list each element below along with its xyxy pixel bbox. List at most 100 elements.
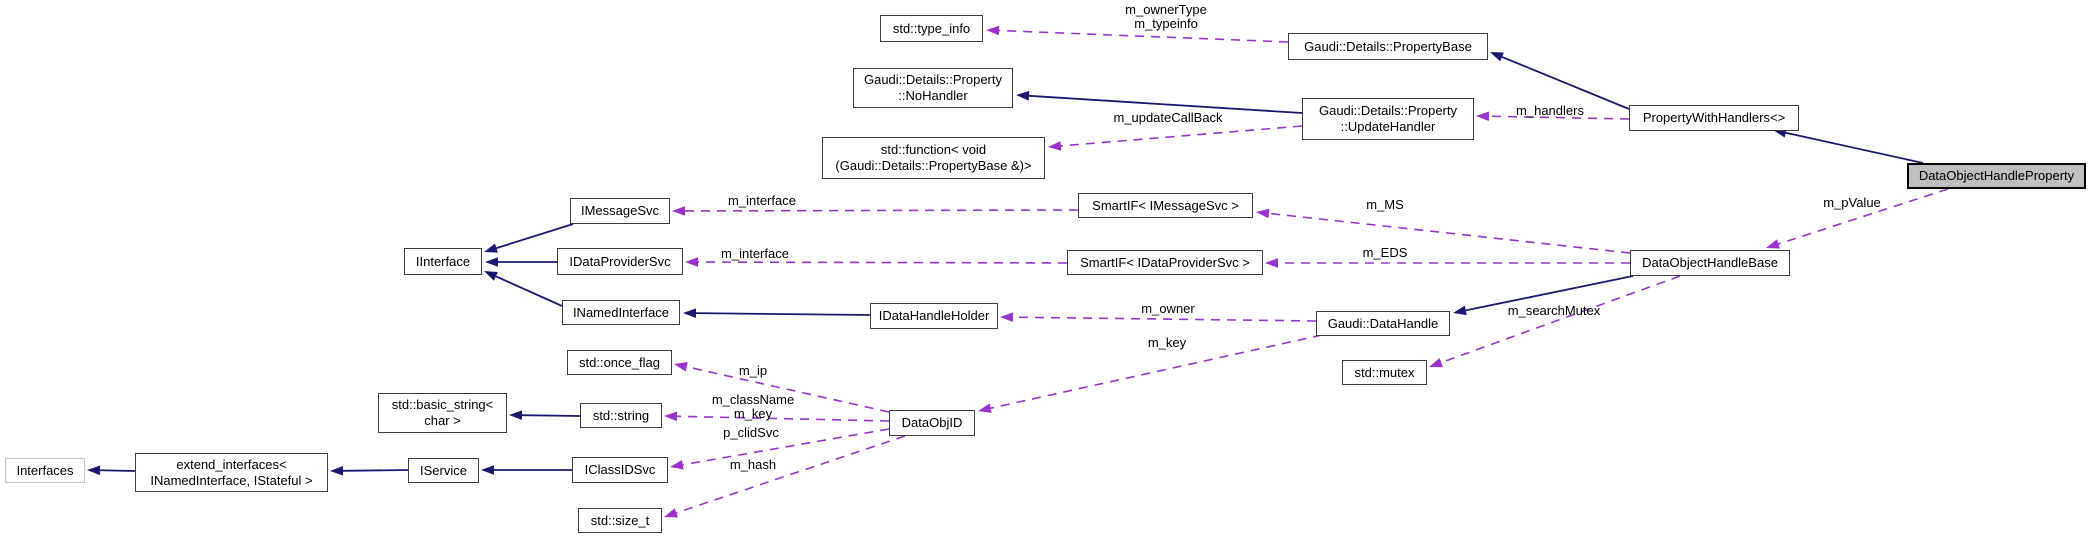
edge-usage-dohbase-smartifidps [1265,258,1630,268]
class-node-label: IClassIDSvc [584,462,656,477]
edge-usage-datahandle-dataobjid [978,334,1323,413]
arrowhead-inherit-propertywithhandlers-propertybase [1490,52,1504,62]
edge-inherit-iclassidsvc-iservice [481,465,572,475]
edge-inherit-idatahandleholder-inamedinterface [683,308,871,318]
class-node-label: IInterface [415,253,471,269]
edge-usage-dohproperty-dohbase [1766,188,1949,249]
arrowhead-inherit-stdstring-basicstring [509,410,523,420]
class-node-label: extend_interfaces< INamedInterface, ISta… [150,456,313,488]
arrowhead-inherit-extendinterfaces-interfaces [87,465,101,476]
edge-inherit-extendinterfaces-interfaces [87,465,136,476]
class-node-data-object-handle-property[interactable]: DataObjectHandleProperty [1907,163,2086,189]
class-node-label: IDataHandleHolder [878,308,990,323]
edge-inherit-propertywithhandlers-propertybase [1490,52,1630,110]
class-node-property-base[interactable]: Gaudi::Details::PropertyBase [1288,33,1488,60]
class-node-label: std::mutex [1354,364,1415,380]
edge-inherit-iservice-extendinterfaces [330,466,409,476]
class-node-iservice[interactable]: IService [408,458,479,483]
class-node-extend-interfaces[interactable]: extend_interfaces< INamedInterface, ISta… [135,453,328,492]
class-node-label: INamedInterface [572,304,670,320]
class-node-std-once-flag[interactable]: std::once_flag [567,350,672,375]
edge-usage-dataobjid-stdstring [664,411,890,422]
class-node-label: IMessageSvc [580,203,660,218]
edge-inherit-idataprovidersvc-iinterface [485,257,557,267]
arrowhead-usage-smartifidps-idataprovidersvc [685,257,699,267]
edge-usage-dataobjid-stdsizet [664,435,906,518]
edge-usage-smartifims-imessagesvc [672,206,1079,216]
class-node-idatahandleholder[interactable]: IDataHandleHolder [870,303,998,329]
class-node-interfaces[interactable]: Interfaces [5,458,85,483]
class-node-inamedinterface[interactable]: INamedInterface [562,300,680,325]
class-node-smartif-idataprovidersvc[interactable]: SmartIF< IDataProviderSvc > [1067,250,1263,275]
arrowhead-usage-dataobjid-stdstring [664,411,678,422]
class-node-label: DataObjectHandleProperty [1918,168,2075,183]
edge-usage-smartifidps-idataprovidersvc [685,257,1068,267]
class-node-label: DataObjID [901,415,963,430]
edge-usage-dohbase-smartifims [1256,208,1631,254]
class-node-label: SmartIF< IDataProviderSvc > [1080,254,1250,270]
arrowhead-usage-datahandle-dataobjid [978,403,992,413]
edge-usage-datahandle-idatahandleholder [1000,312,1317,322]
arrowhead-usage-dohbase-smartifidps [1265,258,1278,268]
edge-inherit-stdstring-basicstring [509,410,581,420]
class-node-std-mutex[interactable]: std::mutex [1342,360,1427,385]
arrowhead-usage-datahandle-idatahandleholder [1000,312,1014,322]
arrowhead-inherit-idataprovidersvc-iinterface [485,257,498,267]
edge-usage-updatehandler-stdfunction [1048,125,1303,151]
edge-inherit-dohbase-datahandle [1453,275,1634,316]
class-node-std-basic-string[interactable]: std::basic_string< char > [378,393,507,433]
class-node-label: IDataProviderSvc [569,253,671,269]
class-node-std-string[interactable]: std::string [580,403,662,428]
class-node-imessagesvc[interactable]: IMessageSvc [570,198,670,224]
class-node-std-function[interactable]: std::function< void (Gaudi::Details::Pro… [822,137,1045,179]
class-node-label: Interfaces [16,462,74,478]
arrowhead-usage-dohbase-smartifims [1256,208,1270,219]
class-node-data-object-handle-base[interactable]: DataObjectHandleBase [1630,250,1790,276]
arrowhead-usage-propertybase-typeinfo [986,25,1000,36]
arrowhead-usage-smartifims-imessagesvc [672,206,686,216]
arrowhead-usage-dataobjid-onceflag [674,362,688,372]
class-node-std-size-t[interactable]: std::size_t [578,508,662,533]
edge-inherit-imessagesvc-iinterface [484,223,574,253]
class-node-iinterface[interactable]: IInterface [404,248,482,275]
class-node-label: std::basic_string< char > [391,397,494,428]
class-node-idataprovidersvc[interactable]: IDataProviderSvc [557,248,683,275]
edge-inherit-dohproperty-propertywithhandlers [1773,128,1924,164]
class-node-std-type-info[interactable]: std::type_info [880,15,983,42]
edge-usage-propertybase-typeinfo [986,25,1289,43]
arrowhead-inherit-dohbase-datahandle [1453,305,1467,316]
class-node-dataobjid[interactable]: DataObjID [889,410,975,436]
arrowhead-inherit-updatehandler-nohandler [1016,91,1030,101]
class-node-label: SmartIF< IMessageSvc > [1092,197,1239,213]
arrowhead-usage-updatehandler-stdfunction [1048,141,1062,151]
arrowhead-usage-dataobjid-iclassidsvc [670,460,684,470]
class-node-smartif-imessagesvc[interactable]: SmartIF< IMessageSvc > [1078,193,1253,218]
class-node-label: std::string [592,407,650,423]
edge-usage-dohbase-stdmutex [1429,275,1681,368]
class-node-label: std::type_info [892,20,971,36]
class-node-label: Gaudi::Details::Property ::NoHandler [863,72,1002,103]
arrowhead-usage-dohbase-stdmutex [1429,358,1443,368]
class-node-label: PropertyWithHandlers<> [1642,110,1786,125]
class-node-label: DataObjectHandleBase [1642,255,1778,270]
arrowhead-inherit-idatahandleholder-inamedinterface [683,308,697,318]
class-node-label: std::size_t [590,512,650,528]
edge-inherit-inamedinterface-iinterface [484,271,563,307]
class-node-label: IService [420,462,467,478]
arrowhead-inherit-iclassidsvc-iservice [481,465,494,475]
class-node-no-handler[interactable]: Gaudi::Details::Property ::NoHandler [853,68,1013,108]
edge-inherit-updatehandler-nohandler [1016,91,1303,114]
arrowhead-inherit-iservice-extendinterfaces [330,466,344,476]
class-node-gaudi-datahandle[interactable]: Gaudi::DataHandle [1316,311,1450,336]
edge-usage-propertywithhandlers-updatehandler [1476,111,1630,122]
class-node-iclassidsvc[interactable]: IClassIDSvc [572,457,668,483]
class-node-label: Gaudi::DataHandle [1327,315,1439,331]
class-node-label: Gaudi::Details::PropertyBase [1304,38,1472,54]
class-node-update-handler[interactable]: Gaudi::Details::Property ::UpdateHandler [1302,98,1474,140]
class-node-label: Gaudi::Details::Property ::UpdateHandler [1318,103,1457,134]
edge-usage-dataobjid-iclassidsvc [670,428,890,470]
class-node-property-with-handlers[interactable]: PropertyWithHandlers<> [1629,105,1799,131]
arrowhead-inherit-inamedinterface-iinterface [484,271,498,281]
